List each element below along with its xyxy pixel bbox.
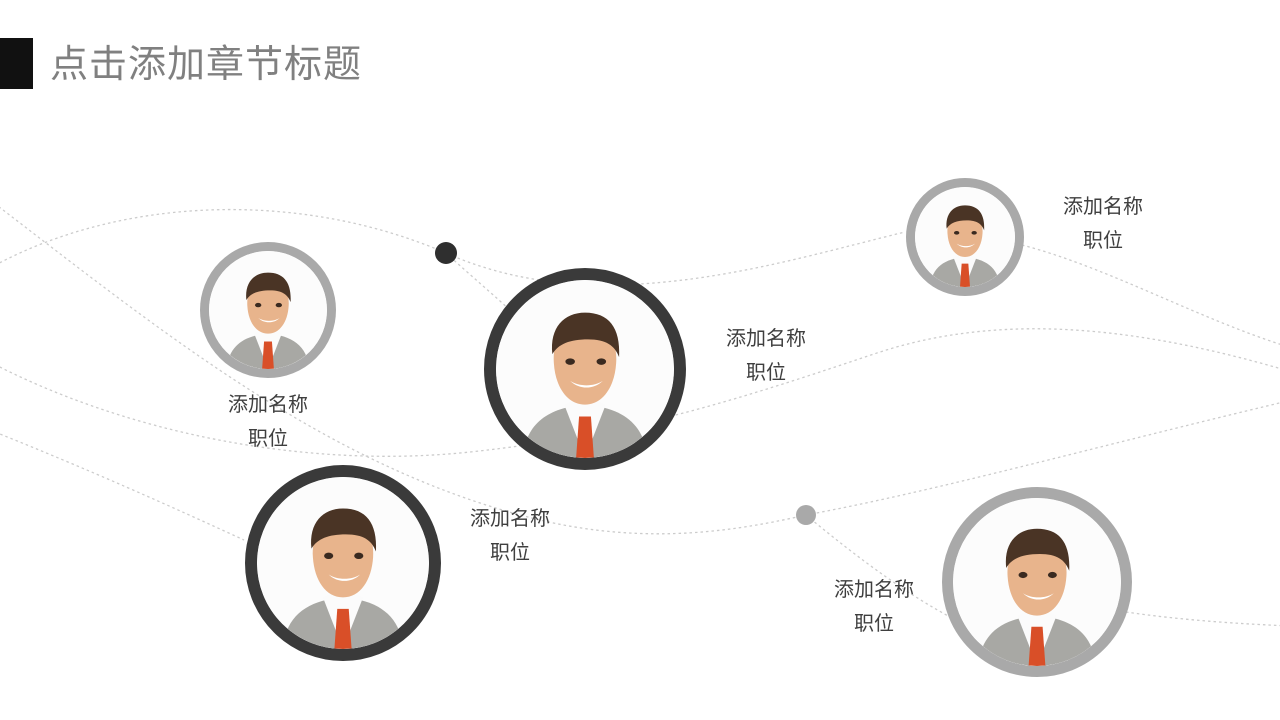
node-label-name: 添加名称	[470, 508, 550, 530]
portrait-illustration	[257, 477, 429, 649]
title-accent-block	[0, 38, 33, 89]
avatar-image	[953, 498, 1121, 666]
avatar[interactable]	[484, 268, 686, 470]
node-label: 添加名称 职位	[808, 573, 940, 641]
avatar-image	[257, 477, 429, 649]
node-label: 添加名称 职位	[1038, 190, 1168, 258]
node-label: 添加名称 职位	[448, 502, 572, 570]
connector-curve-bottom-right-exit	[1125, 611, 1280, 627]
node-label-name: 添加名称	[228, 394, 308, 416]
avatar[interactable]	[906, 178, 1024, 296]
node-label-role: 职位	[248, 428, 288, 450]
connector-curve-lower-down	[805, 514, 953, 619]
node-label-role: 职位	[1083, 230, 1123, 252]
node-label: 添加名称 职位	[700, 322, 832, 390]
node-label-role: 职位	[490, 542, 530, 564]
node-label-name: 添加名称	[834, 579, 914, 601]
node-label-role: 职位	[854, 613, 894, 635]
portrait-illustration	[209, 251, 327, 369]
portrait-illustration	[496, 280, 674, 458]
avatar[interactable]	[245, 465, 441, 661]
node-label: 添加名称 职位	[198, 388, 338, 456]
node-label-name: 添加名称	[1063, 196, 1143, 218]
connector-curve-upper-right	[1021, 244, 1280, 345]
avatar[interactable]	[942, 487, 1132, 677]
junction-dot-lower	[796, 505, 816, 525]
portrait-illustration	[953, 498, 1121, 666]
avatar[interactable]	[200, 242, 336, 378]
connector-curve-center-link	[445, 252, 513, 313]
node-label-name: 添加名称	[726, 328, 806, 350]
avatar-image	[209, 251, 327, 369]
connector-curve-left-lower	[0, 433, 245, 541]
avatar-image	[496, 280, 674, 458]
page-title: 点击添加章节标题	[50, 44, 363, 86]
portrait-illustration	[915, 187, 1015, 287]
avatar-image	[915, 187, 1015, 287]
junction-dot-upper	[435, 242, 457, 264]
node-label-role: 职位	[746, 362, 786, 384]
